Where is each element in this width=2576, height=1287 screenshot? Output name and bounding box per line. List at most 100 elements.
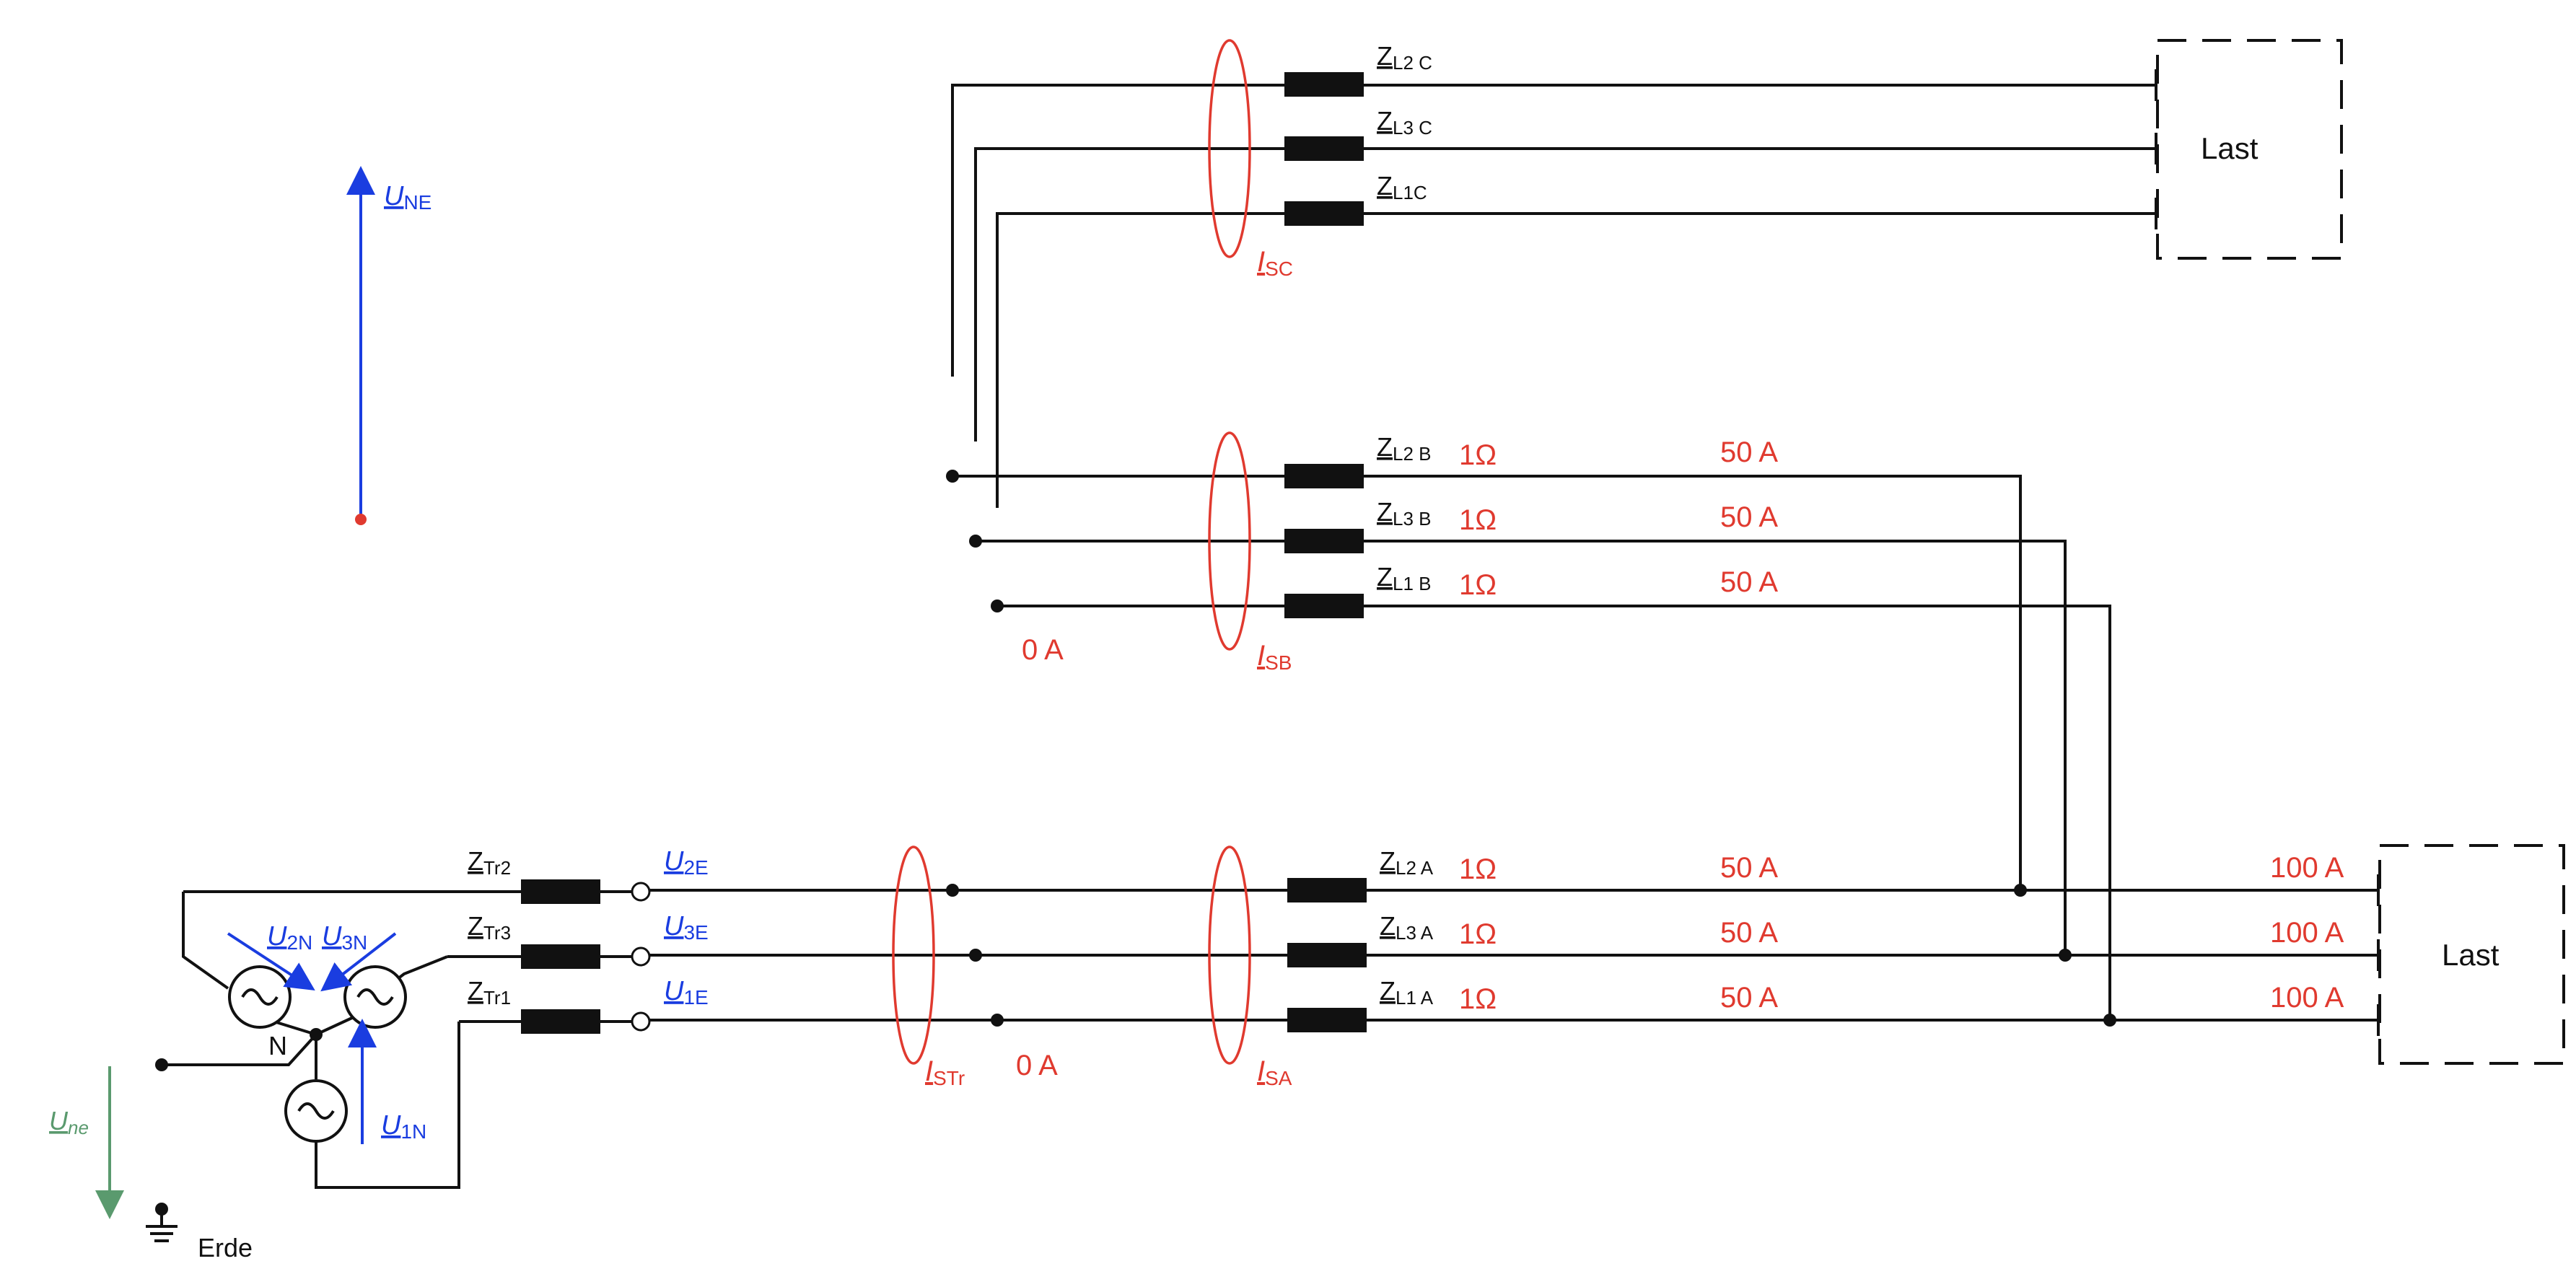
u-ne-earth-vector: Une bbox=[49, 1066, 124, 1219]
earth-label: Erde bbox=[198, 1233, 253, 1262]
earth-icon bbox=[146, 1225, 178, 1242]
i-sc-label: ISC bbox=[1257, 246, 1293, 280]
z-l3b-label: ZL3 B bbox=[1377, 497, 1432, 530]
load-box-c bbox=[2156, 39, 2343, 260]
z-tr2-label: ZTr2 bbox=[468, 846, 511, 879]
load-c-label: Last bbox=[2201, 131, 2259, 165]
current-sensor-sc bbox=[1208, 39, 1251, 258]
current-sensor-sb bbox=[1208, 431, 1251, 651]
impedance-tr3 bbox=[521, 944, 600, 969]
u-ne-earth-label: Une bbox=[49, 1106, 89, 1138]
junction-l1b bbox=[991, 599, 1004, 612]
junction-l1-b-a bbox=[2103, 1014, 2116, 1027]
i-l1a-value: 50 A bbox=[1720, 982, 1778, 1014]
arrow-u2n bbox=[227, 932, 315, 990]
load-box-a bbox=[2378, 844, 2565, 1065]
generator-3 bbox=[343, 965, 407, 1029]
i-l2b-value: 50 A bbox=[1720, 436, 1778, 468]
current-sensor-str bbox=[892, 845, 935, 1065]
z-l1c-label: ZL1C bbox=[1377, 171, 1427, 203]
earth-node bbox=[155, 1203, 168, 1216]
wire-gen3-star bbox=[315, 1016, 354, 1036]
junction-l2b bbox=[946, 470, 959, 483]
impedance-l2b bbox=[1284, 464, 1364, 488]
i-str-label: ISTr bbox=[925, 1055, 965, 1089]
r-l1a-value: 1Ω bbox=[1459, 983, 1497, 1015]
z-l1a-label: ZL1 A bbox=[1380, 976, 1434, 1009]
u-2e-label: U2E bbox=[664, 846, 709, 879]
line-c: Last ZL2 C ZL3 C ZL1C ISC bbox=[951, 39, 2343, 508]
z-tr3-label: ZTr3 bbox=[468, 911, 511, 944]
impedance-tr1 bbox=[521, 1009, 600, 1034]
junction-l2-b-a bbox=[2014, 884, 2027, 897]
star-point bbox=[310, 1028, 323, 1041]
z-l2a-label: ZL2 A bbox=[1380, 846, 1434, 879]
wire-l2b bbox=[952, 475, 2022, 890]
line-a: Last ZL2 A ZL3 A ZL1 A 1Ω 1Ω 1Ω 50 A 50 … bbox=[645, 844, 2565, 1089]
impedance-l1b bbox=[1284, 594, 1364, 618]
junction-l1a bbox=[991, 1014, 1004, 1027]
wire-l1b bbox=[997, 605, 2111, 1020]
current-sensor-sa bbox=[1208, 845, 1251, 1065]
wire-neutral bbox=[162, 1033, 317, 1066]
i-l1b-value: 50 A bbox=[1720, 566, 1778, 598]
generator-2 bbox=[228, 965, 292, 1029]
z-tr1-label: ZTr1 bbox=[468, 976, 511, 1009]
r-l3b-value: 1Ω bbox=[1459, 504, 1497, 536]
arrow-u3n bbox=[320, 932, 397, 992]
u-3n-label: U3N bbox=[322, 921, 367, 954]
r-l3a-value: 1Ω bbox=[1459, 918, 1497, 950]
r-l1b-value: 1Ω bbox=[1459, 569, 1497, 601]
i-sb-value: 0 A bbox=[1022, 634, 1064, 666]
i-l3b-value: 50 A bbox=[1720, 501, 1778, 533]
neutral-label: N bbox=[268, 1031, 287, 1060]
i-str-value: 0 A bbox=[1016, 1050, 1058, 1081]
u-ne-vector: UNE bbox=[346, 166, 431, 525]
impedance-l3a bbox=[1287, 943, 1367, 967]
terminal-u3e bbox=[631, 946, 651, 967]
z-l3c-label: ZL3 C bbox=[1377, 106, 1432, 139]
z-l1b-label: ZL1 B bbox=[1377, 562, 1432, 594]
generator-1 bbox=[284, 1079, 348, 1143]
impedance-l1a bbox=[1287, 1008, 1367, 1032]
r-l2b-value: 1Ω bbox=[1459, 439, 1497, 471]
u-1n-label: U1N bbox=[381, 1110, 426, 1143]
neutral-terminal bbox=[155, 1058, 168, 1071]
u-1e-label: U1E bbox=[664, 976, 709, 1009]
wire-l3b bbox=[976, 540, 2067, 955]
impedance-l3c bbox=[1284, 136, 1364, 161]
impedance-l2c bbox=[1284, 72, 1364, 97]
z-l2c-label: ZL2 C bbox=[1377, 41, 1432, 74]
impedance-l1c bbox=[1284, 201, 1364, 226]
impedance-l3b bbox=[1284, 529, 1364, 553]
u-2n-label: U2N bbox=[267, 921, 312, 954]
u-3e-label: U3E bbox=[664, 911, 709, 944]
z-l3a-label: ZL3 A bbox=[1380, 911, 1434, 944]
z-l2b-label: ZL2 B bbox=[1377, 432, 1432, 465]
impedance-tr2 bbox=[521, 879, 600, 904]
junction-l3b bbox=[969, 535, 982, 548]
wire-gen2-feed bbox=[182, 892, 229, 990]
junction-l3-b-a bbox=[2059, 949, 2072, 962]
i-load-l2-value: 100 A bbox=[2270, 852, 2344, 884]
i-load-l3-value: 100 A bbox=[2270, 917, 2344, 949]
junction-l3a bbox=[969, 949, 982, 962]
terminal-u1e bbox=[631, 1011, 651, 1032]
load-a-label: Last bbox=[2442, 938, 2500, 972]
wire-l3c bbox=[974, 147, 2156, 442]
r-l2a-value: 1Ω bbox=[1459, 853, 1497, 885]
junction-l2a bbox=[946, 884, 959, 897]
i-l3a-value: 50 A bbox=[1720, 917, 1778, 949]
wire-l1c bbox=[996, 212, 2156, 508]
line-b: ZL2 B ZL3 B ZL1 B 1Ω 1Ω 1Ω 50 A 50 A 50 … bbox=[946, 431, 2111, 1020]
u-ne-origin-dot bbox=[355, 514, 367, 525]
wire-gen1-feed bbox=[315, 1022, 460, 1189]
i-sa-label: ISA bbox=[1257, 1055, 1292, 1089]
transformer: Erde ZTr2 ZTr3 ZTr1 U2E U3E U1E U2N U3N … bbox=[146, 846, 709, 1262]
i-load-l1-value: 100 A bbox=[2270, 982, 2344, 1014]
u-ne-label: UNE bbox=[384, 181, 431, 214]
i-l2a-value: 50 A bbox=[1720, 852, 1778, 884]
wire-l2c bbox=[951, 84, 2156, 377]
impedance-l2a bbox=[1287, 878, 1367, 902]
